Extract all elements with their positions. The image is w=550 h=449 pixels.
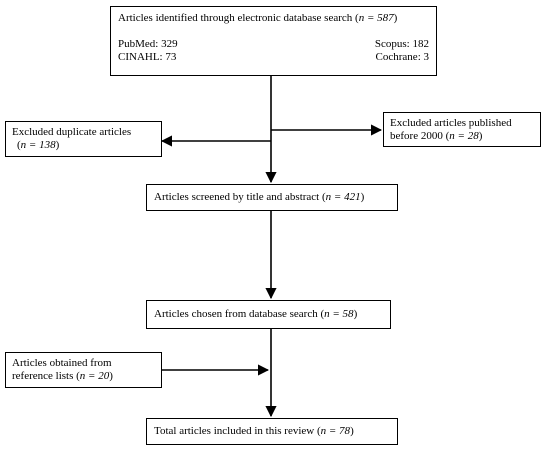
box-excluded-before-2000: Excluded articles published before 2000 … <box>383 112 541 147</box>
screened-label: Articles screened by title and abstract … <box>154 191 365 203</box>
source-cinahl: CINAHL: 73 <box>118 51 177 63</box>
box-excluded-duplicates: Excluded duplicate articles (n = 138) <box>5 121 162 157</box>
excluded-before-2000-label: Excluded articles published <box>390 117 512 129</box>
sources-row-2: CINAHL: 73 Cochrane: 3 <box>118 51 429 64</box>
sources-row-1: PubMed: 329 Scopus: 182 <box>118 38 429 51</box>
box-screened: Articles screened by title and abstract … <box>146 184 398 211</box>
source-scopus: Scopus: 182 <box>374 38 429 50</box>
reference-lists-count: reference lists (n = 20) <box>12 370 113 382</box>
reference-lists-label: Articles obtained from <box>12 357 112 369</box>
source-pubmed: PubMed: 329 <box>118 38 178 50</box>
excluded-before-2000-count: before 2000 (n = 28) <box>390 130 483 142</box>
excluded-duplicates-count: (n = 138) <box>17 139 60 151</box>
source-cochrane: Cochrane: 3 <box>375 51 429 63</box>
box-identified: Articles identified through electronic d… <box>110 6 437 76</box>
excluded-duplicates-label: Excluded duplicate articles <box>12 126 132 138</box>
total-label: Total articles included in this review (… <box>154 425 354 437</box>
box-reference-lists: Articles obtained from reference lists (… <box>5 352 162 388</box>
chosen-label: Articles chosen from database search (n … <box>154 308 358 320</box>
box-chosen: Articles chosen from database search (n … <box>146 300 391 329</box>
box-total: Total articles included in this review (… <box>146 418 398 445</box>
identified-title: Articles identified through electronic d… <box>118 12 398 24</box>
